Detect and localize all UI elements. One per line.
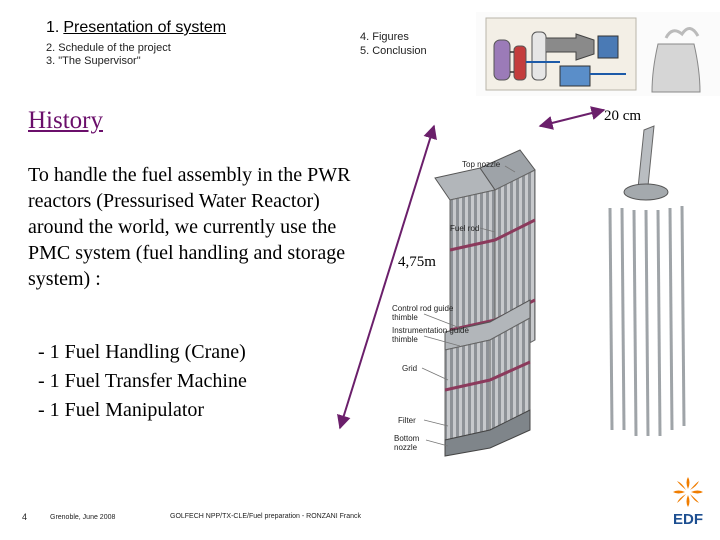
- nav-item-2: 2. Schedule of the project: [46, 42, 171, 54]
- label-control-rod-guide-thimble: Control rod guide thimble: [392, 304, 454, 322]
- control-rod-cluster: [608, 125, 686, 437]
- nav-current-number: 1.: [46, 19, 60, 36]
- height-dimension-label: 4,75m: [398, 254, 436, 270]
- width-dimension-label: 20 cm: [604, 108, 642, 124]
- equipment-item: - 1 Fuel Handling (Crane): [38, 341, 246, 363]
- label-grid: Grid: [402, 364, 418, 373]
- nav-current-label: Presentation of system: [63, 19, 227, 36]
- height-dimension-arrow: [337, 124, 437, 430]
- equipment-item: - 1 Fuel Manipulator: [38, 399, 205, 421]
- footer-author: GOLFECH NPP/TX-CLE/Fuel preparation - RO…: [170, 513, 361, 520]
- page-number: 4: [22, 512, 28, 522]
- label-bottom-nozzle: Bottom nozzle: [394, 434, 420, 452]
- equipment-list: - 1 Fuel Handling (Crane) - 1 Fuel Trans…: [38, 338, 247, 425]
- edf-logo-text: EDF: [673, 511, 703, 528]
- edf-sun-icon: [673, 477, 703, 507]
- nav-item-3: 3. "The Supervisor": [46, 55, 141, 67]
- fuel-assembly-illustration: [337, 106, 686, 457]
- nav-left-list: 2. Schedule of the project 3. "The Super…: [46, 42, 171, 68]
- section-heading: History: [28, 107, 103, 134]
- footer-location-date: Grenoble, June 2008: [50, 514, 116, 521]
- width-dimension-arrow: [538, 106, 606, 130]
- label-filter: Filter: [398, 416, 416, 425]
- nav-current-section: 1.Presentation of system: [46, 19, 226, 37]
- nav-item-4: 4. Figures: [360, 31, 409, 43]
- label-fuel-rod: Fuel rod: [450, 224, 480, 233]
- label-top-nozzle: Top nozzle: [462, 160, 501, 169]
- plant-schematic-image: [476, 12, 720, 96]
- lower-assembly: [444, 299, 531, 457]
- equipment-item: - 1 Fuel Transfer Machine: [38, 370, 247, 392]
- label-instrumentation-guide-thimble: Instrumentation guide thimble: [392, 326, 469, 344]
- intro-paragraph: To handle the fuel assembly in the PWR r…: [28, 164, 351, 290]
- nav-right-list: 4. Figures 5. Conclusion: [360, 30, 427, 58]
- nav-item-5: 5. Conclusion: [360, 45, 427, 57]
- edf-logo: EDF: [673, 477, 703, 528]
